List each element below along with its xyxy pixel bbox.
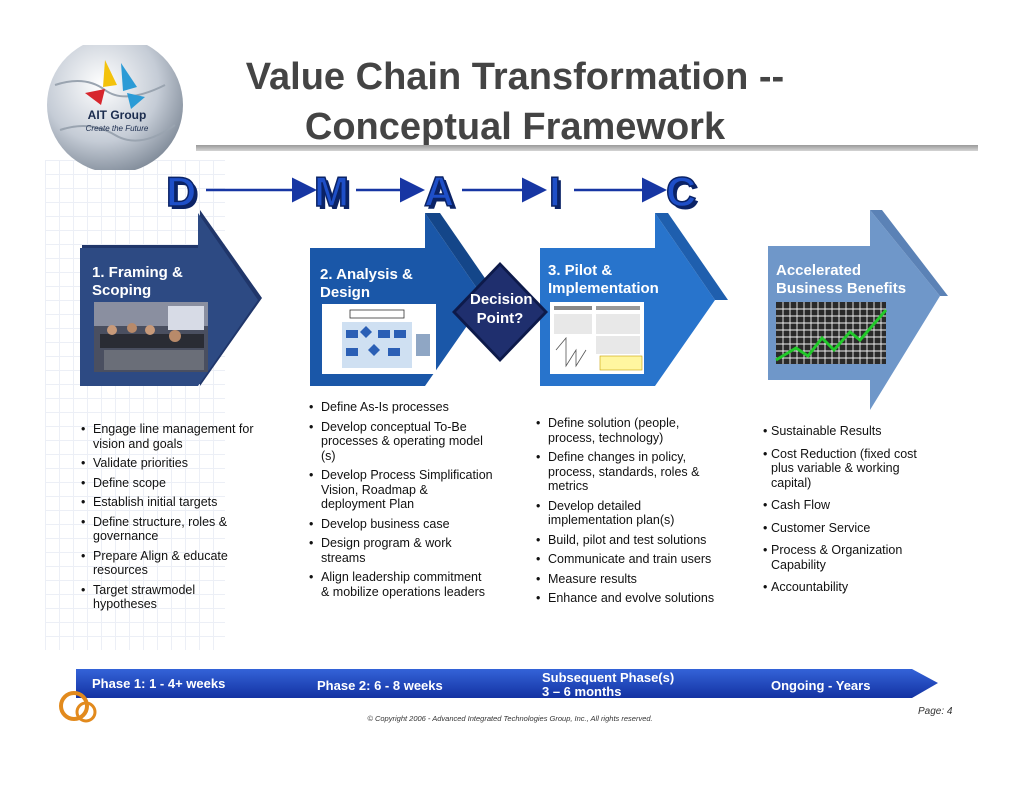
dmaic-letter-m: M — [313, 168, 350, 215]
bullet-item: Develop conceptual To-Be processes & ope… — [308, 420, 493, 464]
phase-2-title-line-2: Design — [320, 284, 371, 301]
title-line-1: Value Chain Transformation -- — [245, 56, 785, 98]
bullet-item: Develop business case — [308, 517, 493, 532]
phase-3-title-line-2: Implementation — [548, 280, 659, 297]
bullet-item: Accountability — [763, 580, 933, 595]
bullet-item: Measure results — [535, 572, 720, 587]
bullet-item: Cash Flow — [763, 498, 933, 513]
phase-4-bullet-list: Sustainable ResultsCost Reduction (fixed… — [763, 424, 933, 603]
bullet-item: Develop detailed implementation plan(s) — [535, 499, 720, 528]
phase-1-bullet-list: Engage line management for vision and go… — [80, 422, 255, 617]
bullet-item: Customer Service — [763, 521, 933, 536]
decision-diamond — [452, 262, 548, 362]
ait-group-logo — [47, 45, 183, 170]
phase-2-title: 2. Analysis & Design — [320, 266, 413, 302]
phase-1-title: 1. Framing & Scoping — [92, 264, 183, 300]
bullet-item: Validate priorities — [80, 456, 255, 471]
bullet-item: Enhance and evolve solutions — [535, 591, 720, 606]
page-number: Page: 4 — [918, 706, 953, 717]
bullet-item: Sustainable Results — [763, 424, 933, 439]
phase-4-title: Accelerated Business Benefits — [776, 262, 906, 298]
timeline-phase-1: Phase 1: 1 - 4+ weeks — [92, 676, 226, 691]
bullet-item: Build, pilot and test solutions — [535, 533, 720, 548]
timeline-phase-2: Phase 2: 6 - 8 weeks — [317, 678, 443, 693]
copyright-notice: © Copyright 2006 - Advanced Integrated T… — [367, 714, 653, 723]
phase-2-bullet-list: Define As-Is processesDevelop conceptual… — [308, 400, 493, 604]
growth-chart-icon — [775, 302, 888, 364]
meeting-photo — [94, 302, 208, 372]
dmaic-letter-d: D — [165, 168, 197, 215]
bullet-item: Cost Reduction (fixed cost plus variable… — [763, 447, 933, 491]
slide-title: Value Chain Transformation -- Conceptual… — [195, 52, 835, 152]
phase-3-bullet-list: Define solution (people, process, techno… — [535, 416, 720, 611]
phase-1-title-line-1: 1. Framing & — [92, 264, 183, 281]
bullet-item: Design program & work streams — [308, 536, 493, 565]
bullet-item: Define scope — [80, 476, 255, 491]
timeline-phase-4: Ongoing - Years — [771, 678, 871, 693]
bullet-item: Develop Process Simplification Vision, R… — [308, 468, 493, 512]
decision-line-2: Point? — [476, 310, 524, 327]
phase-1-title-line-2: Scoping — [92, 282, 152, 299]
dmaic-letter-i: I — [548, 168, 561, 215]
six-sigma-logo — [59, 691, 97, 723]
bullet-item: Engage line management for vision and go… — [80, 422, 255, 451]
phase-4-title-line-2: Business Benefits — [776, 280, 907, 297]
phase-4-title-line-1: Accelerated — [776, 262, 862, 279]
phase-3-title-line-1: 3. Pilot & — [548, 262, 613, 279]
logo-tagline: Create the Future — [85, 124, 149, 133]
decision-line-1: Decision — [470, 291, 533, 308]
dmaic-letter-c: C — [665, 168, 697, 215]
bullet-item: Communicate and train users — [535, 552, 720, 567]
timeline-bar — [76, 669, 938, 698]
bullet-item: Define structure, roles & governance — [80, 515, 255, 544]
bullet-item: Prepare Align & educate resources — [80, 549, 255, 578]
design-of-experiments-image — [550, 302, 644, 374]
decision-point-label: Decision Point? — [470, 290, 533, 328]
timeline-phase-3-line-2: 3 – 6 months — [542, 684, 622, 699]
bullet-item: Align leadership commitment & mobilize o… — [308, 570, 493, 599]
logo-name: AIT Group — [87, 108, 147, 122]
bullet-item: Define changes in policy, process, stand… — [535, 450, 720, 494]
phase-3-title: 3. Pilot & Implementation — [548, 262, 659, 298]
dmaic-letter-a: A — [423, 168, 455, 215]
process-diagram-image — [322, 304, 436, 374]
title-line-2: Conceptual Framework — [304, 106, 726, 148]
bullet-item: Define solution (people, process, techno… — [535, 416, 720, 445]
bullet-item: Process & Organization Capability — [763, 543, 933, 572]
phase-2-title-line-1: 2. Analysis & — [320, 266, 413, 283]
timeline-phase-3-line-1: Subsequent Phase(s) — [542, 670, 675, 685]
title-underline — [196, 145, 978, 151]
bullet-item: Target strawmodel hypotheses — [80, 583, 255, 612]
bullet-item: Establish initial targets — [80, 495, 255, 510]
bullet-item: Define As-Is processes — [308, 400, 493, 415]
